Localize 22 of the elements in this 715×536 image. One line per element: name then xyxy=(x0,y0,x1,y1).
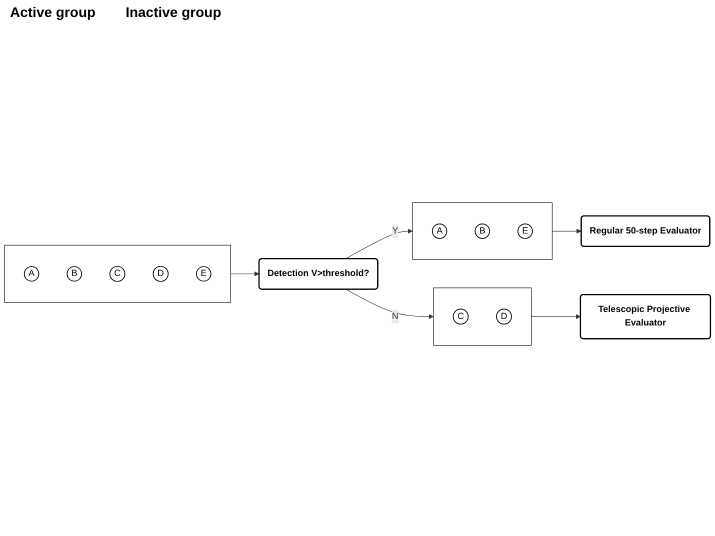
node-circle: D xyxy=(152,266,169,282)
node-circle: D xyxy=(496,308,512,325)
node-circle: B xyxy=(474,223,490,239)
node-circle: B xyxy=(66,266,82,282)
arrow xyxy=(552,228,582,234)
node-circle: A xyxy=(24,266,40,282)
arrow xyxy=(346,228,413,259)
arrow xyxy=(346,288,434,320)
group-label: Inactive group xyxy=(126,4,222,20)
arrow xyxy=(531,314,581,320)
group-label: Active group xyxy=(10,4,96,20)
cluster xyxy=(4,244,232,303)
edge-label: N xyxy=(392,312,398,322)
node-circle: C xyxy=(452,308,469,325)
cluster xyxy=(433,288,532,346)
node-circle: A xyxy=(432,223,448,239)
cluster xyxy=(412,202,552,260)
node-circle: E xyxy=(517,223,533,239)
arrow xyxy=(230,271,260,276)
edge-label: Y xyxy=(392,226,398,236)
node-circle: C xyxy=(109,266,126,282)
node-circle: E xyxy=(196,266,212,282)
